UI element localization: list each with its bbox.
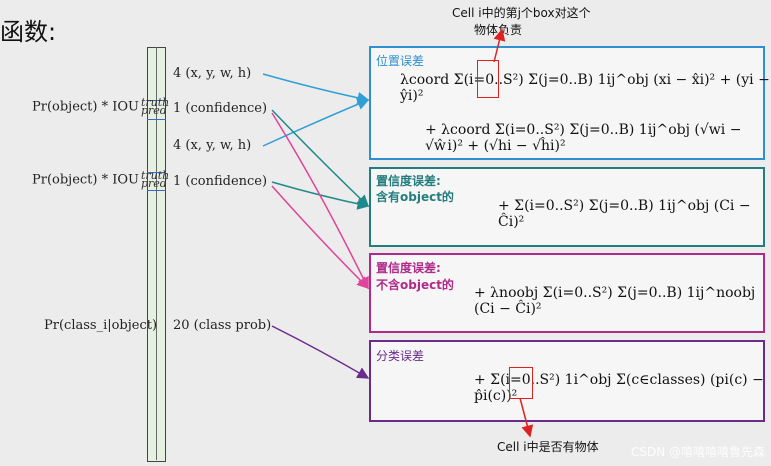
column-divider [147,100,166,101]
watermark: CSDN @嘻嘻嘻嘻鲁先森 [630,445,765,459]
indicator-highlight-box [477,60,499,98]
output-label-class-prob: 20 (class prob) [173,318,272,333]
position-equation-2: + λcoord Σ(i=0..S²) Σ(j=0..B) 1ij^obj (√… [425,122,742,154]
position-loss-title: 位置误差 [376,54,425,68]
arrow-class-prob-to-class [271,325,370,379]
arrow-conf-1-to-noobj [271,112,369,290]
conf-obj-equation: + Σ(i=0..S²) Σ(j=0..B) 1ij^obj (Ci − Ĉi)… [498,198,751,230]
indicator-highlight-box [509,367,533,399]
conf-obj-title-2: 含有object的 [376,190,454,204]
arrow-coords-1-to-position [262,73,370,104]
output-label-confidence-2: 1 (confidence) [173,174,268,189]
column-divider [147,190,166,191]
confidence-obj-loss-box [369,167,765,247]
conf-obj-title-1: 置信度误差: [376,174,441,188]
column-divider [147,172,166,173]
top-note-line-1: Cell i中的第j个box对这个 [452,6,591,20]
column-divider [147,119,166,120]
arrow-top-note [493,28,506,63]
output-label-confidence-1: 1 (confidence) [173,101,268,116]
conf-noobj-title-2: 不含object的 [376,278,454,292]
left-label-class: Pr(class_i|object) [44,318,158,333]
bottom-note: Cell i中是否有物体 [497,440,599,454]
conf-noobj-equation: + λnoobj Σ(i=0..S²) Σ(j=0..B) 1ij^noobj … [474,285,756,317]
class-loss-box [369,340,765,422]
class-loss-title: 分类误差 [376,349,425,363]
output-label-coords-2: 4 (x, y, w, h) [173,138,252,153]
page-heading: 函数: [0,18,57,46]
arrow-conf-2-to-noobj [271,185,370,290]
output-label-coords-1: 4 (x, y, w, h) [173,66,252,81]
arrow-bottom-note [519,397,534,438]
confidence-noobj-loss-box [369,253,765,333]
conf-noobj-title-1: 置信度误差: [376,261,441,275]
arrow-coords-2-to-position [262,98,370,147]
class-equation: + Σ(i=0..S²) 1i^obj Σ(c∈classes) (pi(c) … [474,372,764,404]
arrow-conf-1-to-obj [271,109,370,208]
position-loss-box [369,46,765,160]
position-equation-1: λcoord Σ(i=0..S²) Σ(j=0..B) 1ij^obj (xi … [400,72,770,104]
output-vector-inner-line [156,47,157,460]
